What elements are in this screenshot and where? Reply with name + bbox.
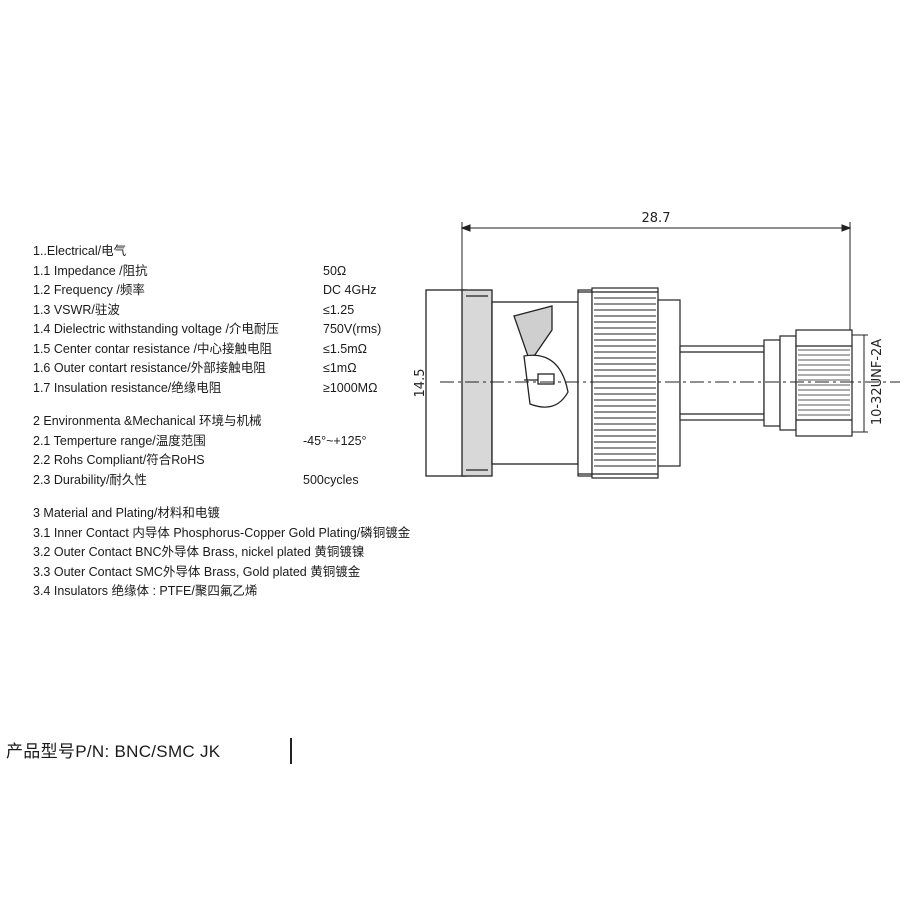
spec-row: 1.4 Dielectric withstanding voltage /介电耐… (33, 320, 453, 340)
spec-row: 3.4 Insulators 绝缘体 : PTFE/聚四氟乙烯 (33, 582, 453, 602)
thread-dimension (852, 334, 868, 433)
electrical-header: 1..Electrical/电气 (33, 244, 127, 258)
spec-value: -45°~+125° (303, 433, 367, 448)
spec-value: 750V(rms) (323, 322, 382, 336)
part-number-border (290, 738, 292, 764)
spec-label: 1.1 Impedance /阻抗 (33, 263, 148, 278)
thread-lines (798, 349, 850, 416)
length-dimension (460, 222, 852, 345)
spec-value: 500cycles (303, 472, 359, 487)
spec-row: 1.5 Center contar resistance /中心接触电阻 ≤1.5… (33, 340, 453, 360)
smc-hex (763, 329, 853, 437)
spec-label: 1.6 Outer contart resistance/外部接触电阻 (33, 361, 266, 375)
spec-value: DC 4GHz (323, 283, 377, 297)
spec-value: ≤1.25 (323, 302, 355, 317)
material-header: 3 Material and Plating/材料和电镀 (33, 506, 220, 520)
spec-row: 1.2 Frequency /频率 DC 4GHz (33, 281, 453, 301)
spec-label: 1.5 Center contar resistance /中心接触电阻 (33, 341, 272, 356)
spec-row: 1.1 Impedance /阻抗 50Ω (33, 262, 453, 282)
spec-label: 2.1 Temperture range/温度范围 (33, 433, 206, 448)
spec-row: 3.1 Inner Contact 内导体 Phosphorus-Copper … (33, 524, 453, 544)
rear-sleeve (657, 299, 765, 467)
spec-label: 1.3 VSWR/驻波 (33, 302, 120, 317)
knurled-nut (577, 287, 659, 479)
spec-value: ≥1000MΩ (323, 380, 378, 395)
spec-list: 1..Electrical/电气 1.1 Impedance /阻抗 50Ω 1.… (33, 242, 453, 616)
spec-label: 1.4 Dielectric withstanding voltage /介电耐… (33, 322, 279, 336)
spec-label: 3.1 Inner Contact 内导体 Phosphorus-Copper … (33, 525, 411, 540)
spec-row: 1.6 Outer contart resistance/外部接触电阻 ≤1mΩ (33, 359, 453, 379)
spec-row: 2.2 Rohs Compliant/符合RoHS (33, 451, 453, 471)
spec-row: 1.7 Insulation resistance/绝缘电阻 ≥1000MΩ (33, 379, 453, 399)
material-section: 3 Material and Plating/材料和电镀 3.1 Inner C… (33, 504, 453, 602)
spec-row: 3.3 Outer Contact SMC外导体 Brass, Gold pla… (33, 563, 453, 583)
bnc-body (425, 289, 579, 477)
diameter-label: 14.5 (413, 369, 428, 398)
part-number: 产品型号P/N: BNC/SMC JK (6, 742, 221, 761)
spec-label: 3.3 Outer Contact SMC外导体 Brass, Gold pla… (33, 564, 361, 579)
spec-label: 2.2 Rohs Compliant/符合RoHS (33, 453, 205, 467)
environmental-section: 2 Environmenta &Mechanical 环境与机械 2.1 Tem… (33, 412, 453, 490)
spec-row: 2.3 Durability/耐久性 500cycles (33, 471, 453, 491)
spec-row: 2.1 Temperture range/温度范围 -45°~+125° (33, 432, 453, 452)
spec-value: 50Ω (323, 263, 347, 278)
spec-value: ≤1.5mΩ (323, 341, 367, 356)
environmental-header: 2 Environmenta &Mechanical 环境与机械 (33, 414, 262, 428)
spec-value: ≤1mΩ (323, 361, 357, 375)
spec-label: 1.2 Frequency /频率 (33, 283, 145, 297)
electrical-section: 1..Electrical/电气 1.1 Impedance /阻抗 50Ω 1.… (33, 242, 453, 398)
spec-label: 1.7 Insulation resistance/绝缘电阻 (33, 380, 222, 395)
spec-row: 3.2 Outer Contact BNC外导体 Brass, nickel p… (33, 543, 453, 563)
spec-label: 3.2 Outer Contact BNC外导体 Brass, nickel p… (33, 545, 365, 559)
spec-row: 1.3 VSWR/驻波 ≤1.25 (33, 301, 453, 321)
spec-label: 3.4 Insulators 绝缘体 : PTFE/聚四氟乙烯 (33, 584, 258, 598)
spec-label: 2.3 Durability/耐久性 (33, 472, 147, 487)
length-label: 28.7 (642, 211, 671, 226)
